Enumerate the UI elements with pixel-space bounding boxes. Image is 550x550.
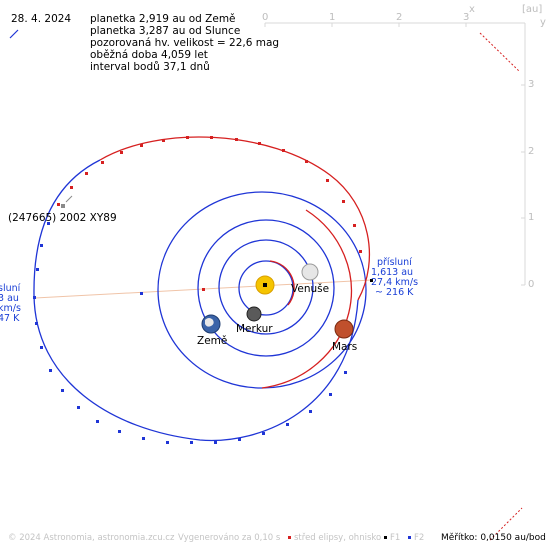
earth-land [205, 318, 214, 327]
unit-label: [au] [522, 4, 543, 15]
info-line-3: pozorovaná hv. velikost = 22,6 mag [90, 37, 280, 49]
copyright-text: © 2024 Astronomia, astronomia.zcu.cz [8, 533, 175, 543]
mercury-orbit [238, 260, 294, 316]
asteroid-orbit-red [99, 136, 370, 301]
y-tick-1: 1 [528, 212, 535, 223]
earth-direction-line [479, 32, 521, 73]
perihelion-mark [370, 279, 373, 282]
asteroid-marker [61, 204, 65, 208]
info-line-1: planetka 2,919 au od Země [90, 13, 236, 25]
y-tick-2: 2 [528, 146, 535, 157]
x-tick-1: 1 [329, 12, 336, 23]
direction-arrow-icon [9, 29, 19, 39]
x-tick-3: 3 [463, 12, 470, 23]
mercury-icon [246, 306, 262, 322]
mercury-label: Merkur [236, 323, 273, 335]
x-axis-label: x [469, 4, 475, 15]
legend-f1: F1 [384, 534, 400, 543]
date-label: 28. 4. 2024 [11, 13, 72, 25]
y-axis-ticks [521, 84, 525, 286]
legend-f2: F2 [408, 534, 424, 543]
asteroid-label: (247665) 2002 XY89 [8, 212, 117, 224]
venus-orbit [218, 239, 314, 335]
info-line-2: planetka 3,287 au od Slunce [90, 25, 241, 37]
generated-time: Vygenerováno za 0,10 s [178, 533, 281, 543]
perihelion-temp: ~ 216 K [375, 287, 414, 298]
legend-f2-label: F2 [414, 533, 425, 543]
asteroid-orbit-points [33, 222, 347, 444]
info-line-5: interval bodů 37,1 dnů [90, 61, 210, 73]
perihelion-distance: 1,613 au [371, 267, 414, 278]
scale-label: Měřítko: 0,0150 au/bod [441, 533, 546, 543]
info-line-4: oběžná doba 4,059 let [90, 49, 208, 61]
venus-icon [301, 263, 319, 281]
venus-label: Venuše [291, 283, 330, 295]
aphelion-title: sluní [0, 283, 21, 294]
legend-blue-square [408, 536, 411, 539]
legend-ellipse-center: střed elipsy, ohnisko [288, 534, 381, 543]
asteroid-orbit-blue [33, 159, 359, 442]
aphelion-temp: 47 K [0, 313, 20, 324]
y-axis-label: y [540, 17, 546, 28]
legend-red-square [288, 536, 291, 539]
legend-black-square [384, 536, 387, 539]
mars-orbit-arc [261, 209, 353, 389]
aphelion-distance: 3 au [0, 293, 19, 304]
x-tick-0: 0 [262, 12, 269, 23]
aphelion-speed: km/s [0, 303, 21, 314]
mercury-orbit-arc [269, 260, 295, 306]
y-tick-0: 0 [528, 279, 535, 290]
mars-icon [334, 319, 354, 339]
legend-ellipse-label: střed elipsy, ohnisko [294, 533, 382, 543]
x-axis-ticks [264, 23, 467, 27]
perihelion-title: přísluní [377, 257, 412, 268]
perihelion-speed: 27,4 km/s [371, 277, 419, 288]
asteroid-leader [65, 195, 73, 203]
asteroid-orbit-points-red [57, 136, 362, 291]
mars-label: Mars [332, 341, 358, 353]
earth-direction-line-bottom [489, 507, 523, 541]
sun-focus-mark [263, 283, 267, 287]
earth-label: Země [197, 335, 228, 347]
x-tick-2: 2 [396, 12, 403, 23]
earth-orbit [197, 219, 335, 357]
y-tick-3: 3 [528, 79, 535, 90]
legend-f1-label: F1 [390, 533, 401, 543]
